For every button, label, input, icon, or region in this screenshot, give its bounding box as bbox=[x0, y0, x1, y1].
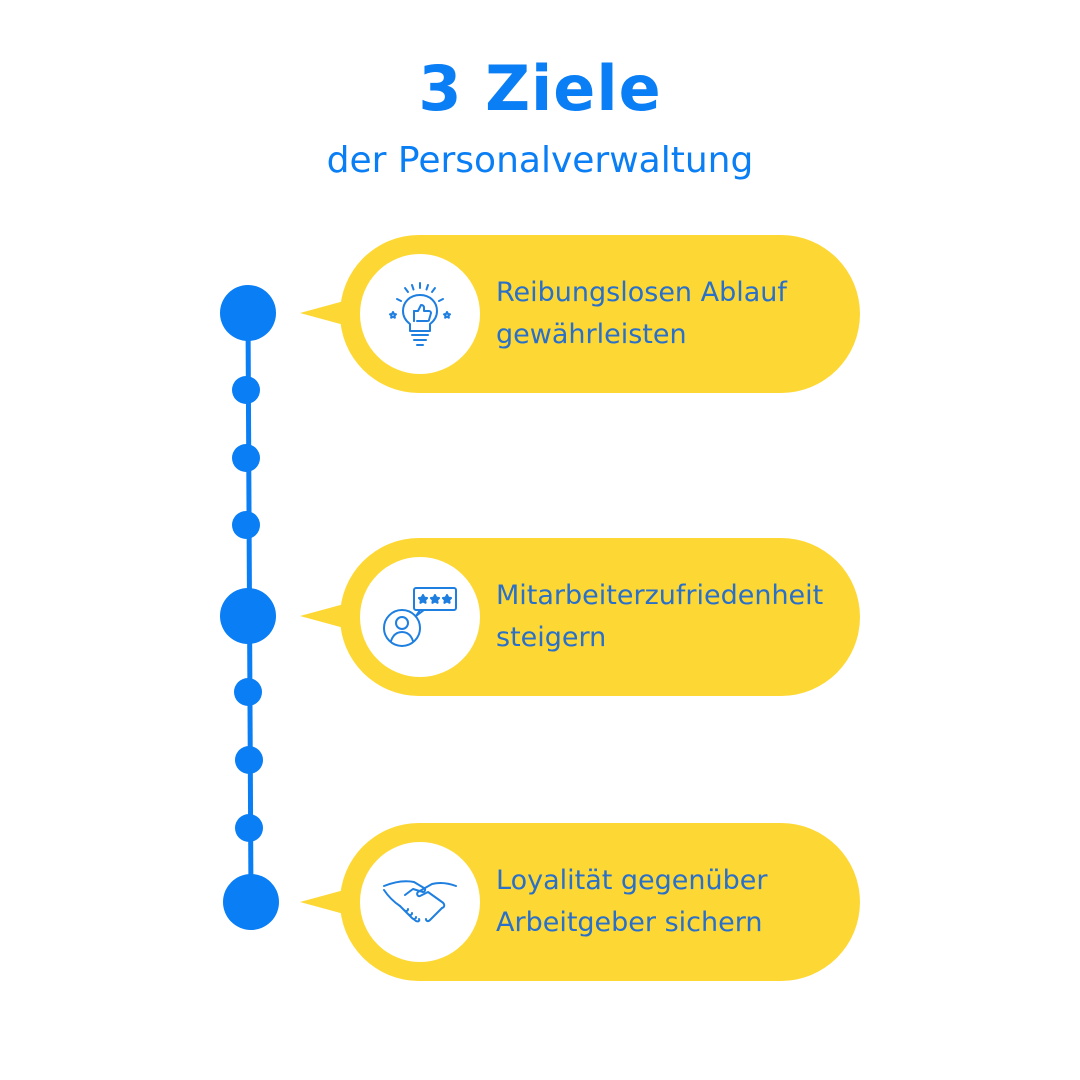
goal-pointer bbox=[300, 890, 344, 914]
timeline-dot bbox=[235, 814, 263, 842]
goal-label: Loyalität gegenüber Arbeitgeber sichern bbox=[496, 865, 768, 938]
timeline-dot bbox=[232, 376, 260, 404]
goal-card-3: Loyalität gegenüber Arbeitgeber sichern bbox=[340, 823, 860, 981]
timeline-dot bbox=[232, 444, 260, 472]
page-subtitle: der Personalverwaltung bbox=[326, 140, 754, 181]
timeline-node-large bbox=[223, 874, 279, 930]
timeline-dot bbox=[234, 678, 262, 706]
timeline-dot bbox=[235, 746, 263, 774]
timeline-node-large bbox=[220, 285, 276, 341]
goal-icon-circle bbox=[360, 842, 480, 962]
goal-icon-circle bbox=[360, 254, 480, 374]
timeline-node-large bbox=[220, 588, 276, 644]
timeline-dot bbox=[232, 511, 260, 539]
page-title: 3 Ziele bbox=[418, 52, 662, 125]
user-rating-stars-icon bbox=[383, 587, 457, 647]
goal-icon-circle bbox=[360, 557, 480, 677]
goal-pointer bbox=[300, 604, 344, 628]
goal-label: Reibungslosen Ablauf gewährleisten bbox=[496, 277, 787, 350]
goal-card-1: Reibungslosen Ablauf gewährleisten bbox=[340, 235, 860, 393]
goal-card-2: Mitarbeiterzufriedenheit steigern bbox=[340, 538, 860, 696]
goal-pointer bbox=[300, 301, 344, 325]
goal-label: Mitarbeiterzufriedenheit steigern bbox=[496, 580, 824, 653]
lightbulb-thumbs-up-icon bbox=[389, 282, 451, 346]
handshake-icon bbox=[383, 880, 457, 923]
